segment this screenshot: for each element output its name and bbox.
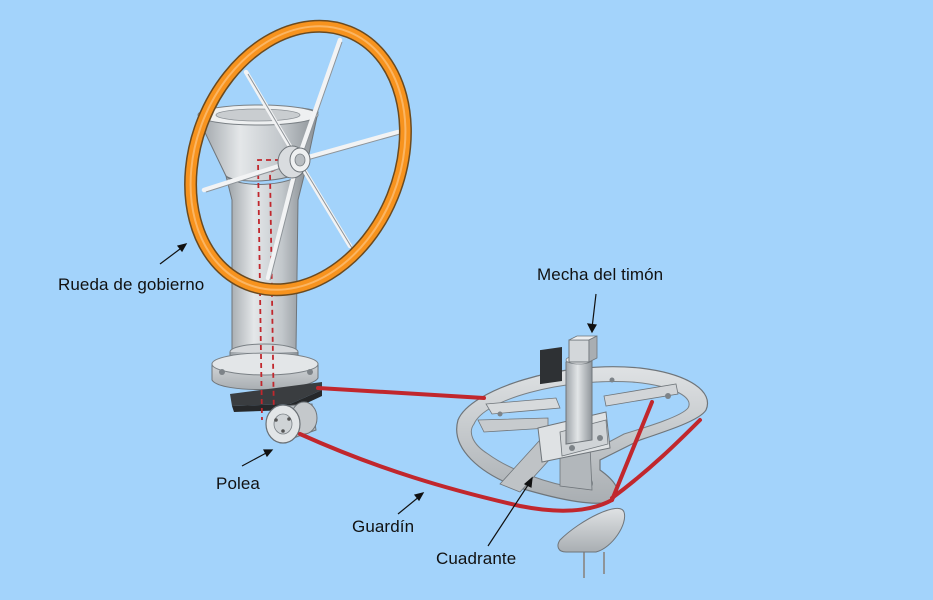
label-tiller-rope: Guardín	[352, 517, 415, 536]
tiller-cable	[298, 386, 702, 513]
label-quadrant: Cuadrante	[436, 549, 517, 568]
label-pulley: Polea	[216, 474, 260, 493]
arrow-pulley	[241, 449, 274, 467]
arrow-tiller-rope	[397, 492, 425, 515]
label-rudder-stock: Mecha del timón	[537, 265, 664, 284]
arrow-steering-wheel	[159, 243, 188, 265]
pedestal	[197, 104, 322, 421]
rudder-stock	[565, 335, 598, 445]
arrow-quadrant	[487, 476, 533, 547]
arrow-rudder-stock	[586, 293, 597, 334]
steering-wheel	[184, 19, 412, 297]
pulley	[265, 401, 318, 444]
pointer-arrows	[159, 243, 597, 547]
label-steering-wheel: Rueda de gobierno	[58, 275, 205, 294]
